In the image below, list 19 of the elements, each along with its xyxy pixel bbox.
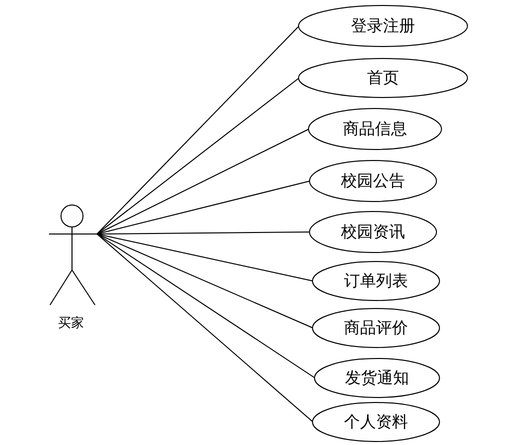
use-case-ellipse: 登录注册 <box>298 5 468 47</box>
use-case-ellipse: 校园公告 <box>309 160 437 202</box>
association-line <box>96 234 314 282</box>
association-line <box>96 180 310 234</box>
association-line <box>96 234 314 328</box>
use-case-ellipse: 校园资讯 <box>309 211 437 253</box>
association-line <box>96 26 300 234</box>
use-case-ellipse: 商品评价 <box>312 308 440 348</box>
association-line <box>96 128 310 234</box>
association-line <box>96 232 310 234</box>
association-line <box>96 78 300 234</box>
use-case-ellipse: 商品信息 <box>308 108 442 150</box>
use-case-ellipse: 订单列表 <box>312 261 440 301</box>
association-line <box>96 234 314 422</box>
use-case-ellipse: 个人资料 <box>312 402 440 442</box>
use-case-ellipse: 发货通知 <box>314 358 440 398</box>
actor-label: 买家 <box>58 315 84 332</box>
association-line <box>96 234 316 378</box>
use-case-ellipse: 首页 <box>298 58 468 98</box>
